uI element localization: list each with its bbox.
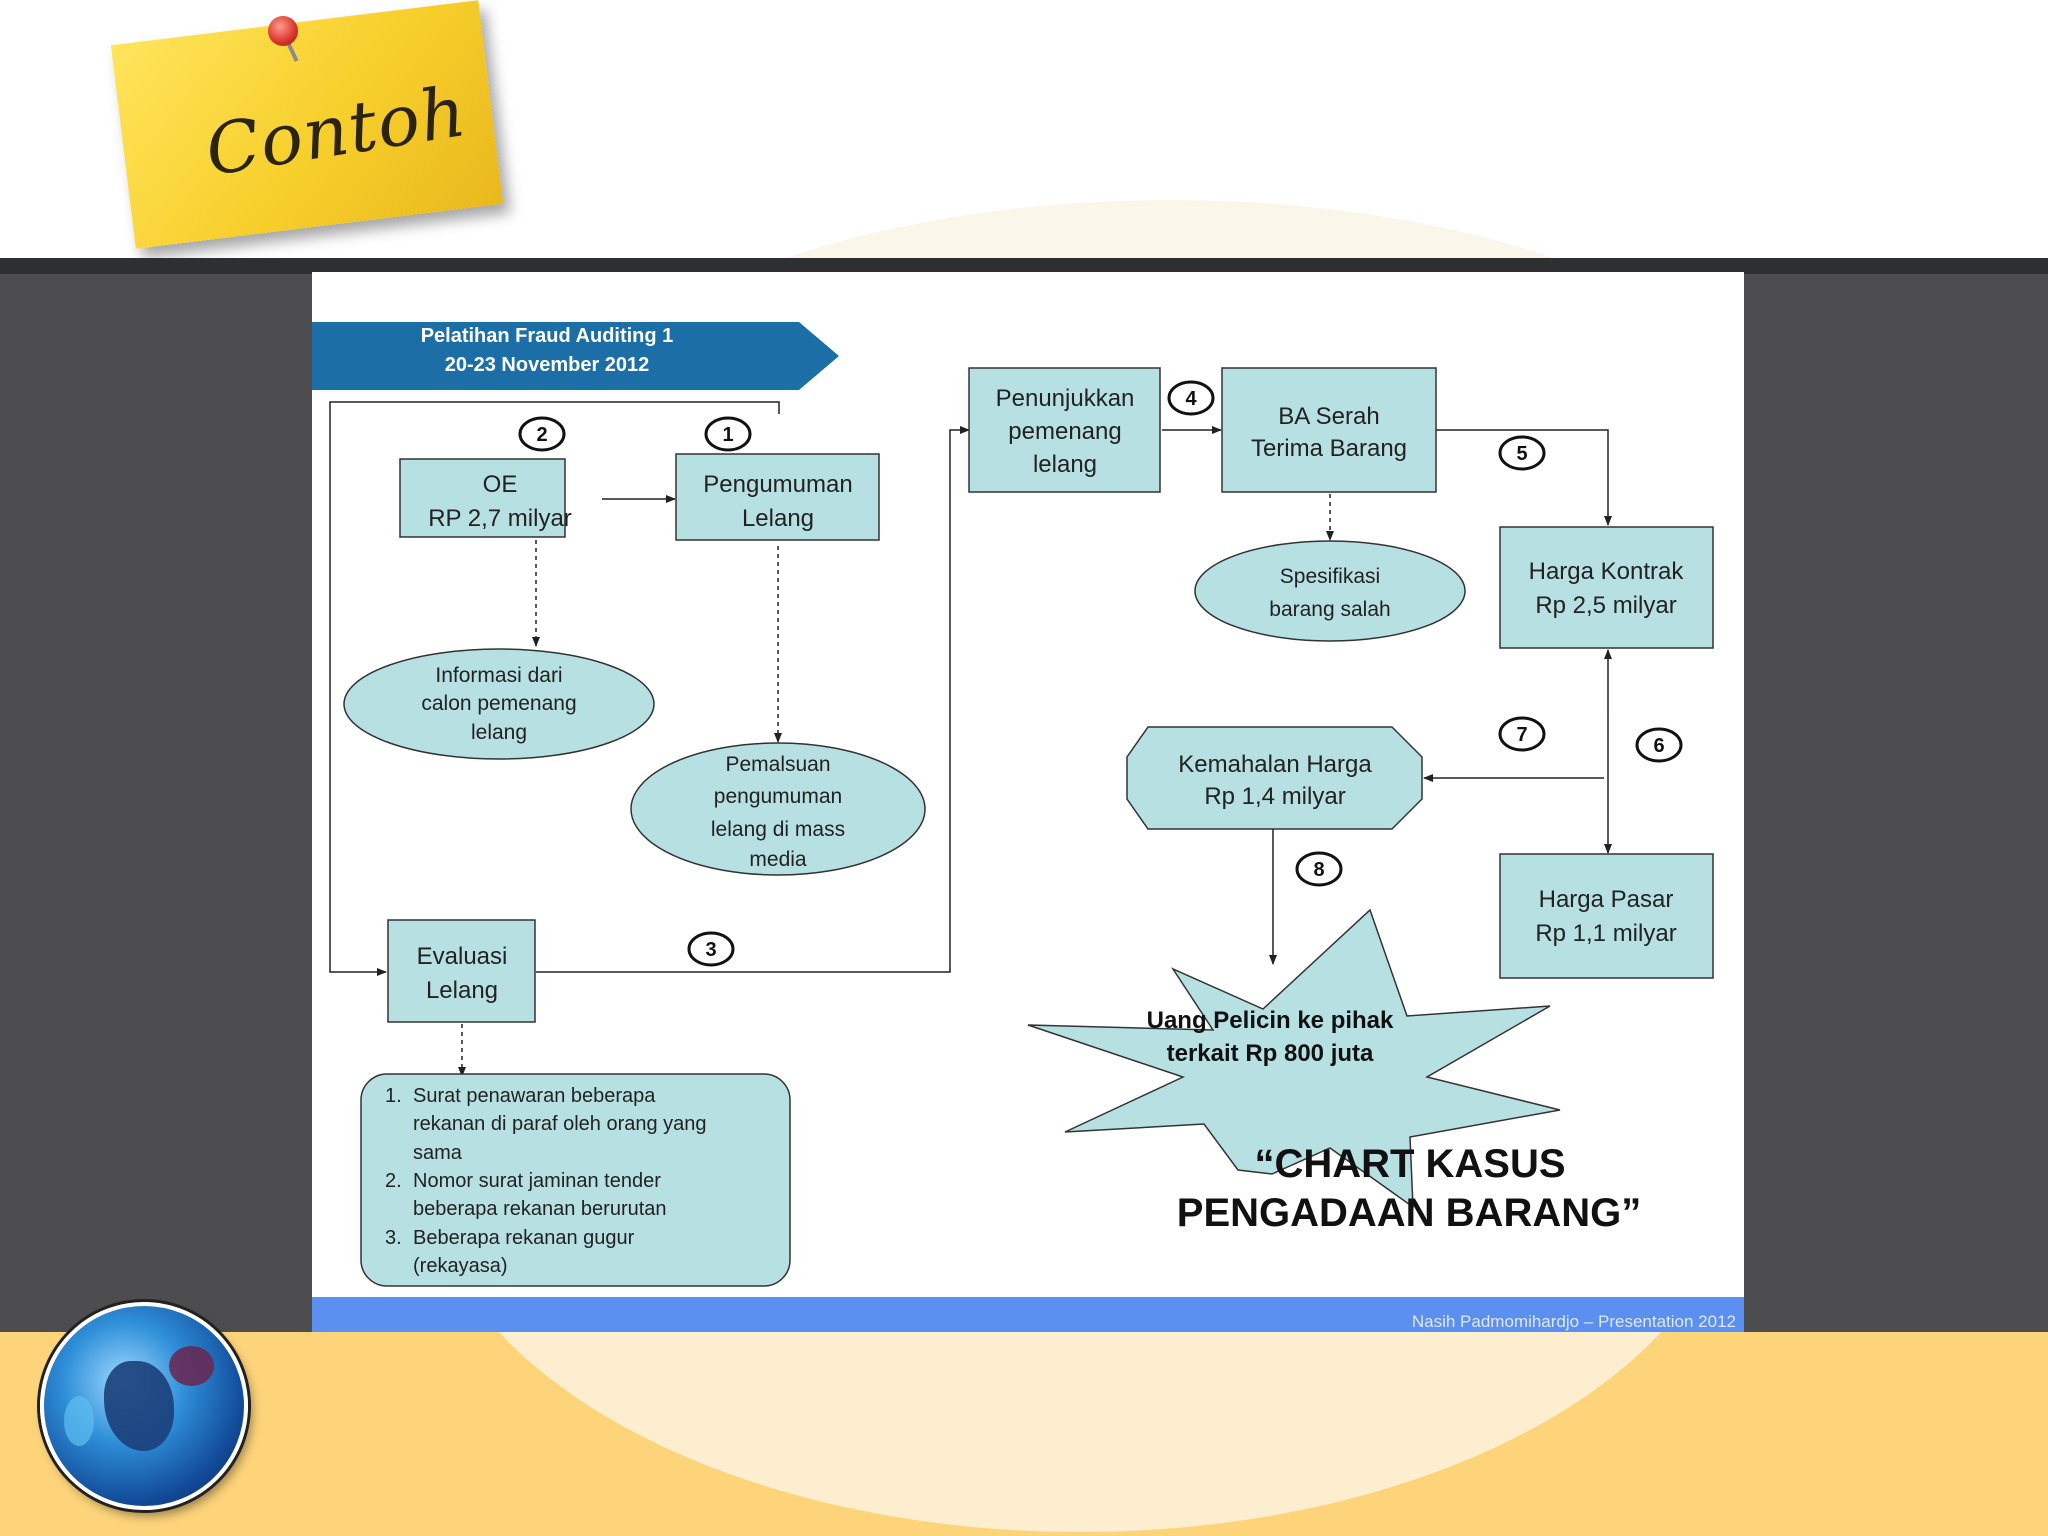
- finding-3-line2: (rekayasa): [413, 1255, 507, 1277]
- chart-title-line2: PENGADAAN BARANG”: [1177, 1191, 1641, 1235]
- penunjukkan-pemenang-box: [968, 367, 1161, 493]
- step-3-number: 3: [705, 939, 716, 961]
- slide-footer-bar: [312, 1297, 1744, 1332]
- bottom-area: [0, 1332, 2048, 1536]
- finding-1-line3: sama: [413, 1142, 463, 1164]
- harga-kontrak-line2: Rp 2,5 milyar: [1535, 592, 1676, 619]
- penunjukkan-line3: lelang: [1033, 451, 1097, 478]
- harga-pasar-line1: Harga Pasar: [1539, 886, 1674, 913]
- step-5-number: 5: [1516, 443, 1527, 465]
- finding-2-line2: beberapa rekanan berurutan: [413, 1198, 667, 1220]
- step-6-number: 6: [1653, 735, 1664, 757]
- pemalsuan-line2: pengumuman: [714, 785, 842, 808]
- evaluasi-line1: Evaluasi: [417, 943, 508, 970]
- informasi-line2: calon pemenang: [421, 692, 576, 715]
- footer-credit: Nasih Padmomihardjo – Presentation 2012: [1412, 1312, 1736, 1331]
- evaluasi-lelang-box: [387, 919, 536, 1023]
- step-7-circle: [1498, 716, 1546, 752]
- step-6-circle: [1635, 727, 1683, 763]
- banner-line2: 20-23 November 2012: [445, 354, 650, 376]
- findings-box: [360, 1073, 791, 1287]
- spesifikasi-line2: barang salah: [1269, 598, 1390, 621]
- banner-shape: [312, 322, 839, 390]
- spesifikasi-ellipse: [1194, 540, 1466, 642]
- oe-box: [399, 458, 566, 538]
- kemahalan-line1: Kemahalan Harga: [1178, 751, 1372, 778]
- step-4-circle: [1167, 380, 1215, 416]
- finding-3-number: 3.: [385, 1227, 402, 1249]
- step-4-number: 4: [1185, 388, 1197, 410]
- oe-line2: RP 2,7 milyar: [428, 505, 572, 532]
- ba-serah-line2: Terima Barang: [1251, 435, 1407, 462]
- uang-pelicin-line1: Uang Pelicin ke pihak: [1147, 1007, 1394, 1034]
- step-5-circle: [1498, 435, 1546, 471]
- finding-1-line1: Surat penawaran beberapa: [413, 1085, 656, 1107]
- penunjukkan-line2: pemenang: [1008, 418, 1121, 445]
- pemalsuan-line4: media: [749, 848, 807, 871]
- pemalsuan-line1: Pemalsuan: [725, 753, 830, 776]
- step-2-circle: [518, 416, 566, 452]
- pemalsuan-ellipse: [630, 742, 926, 876]
- informasi-ellipse: [343, 648, 655, 760]
- finding-2-line1: Nomor surat jaminan tender: [413, 1170, 661, 1192]
- harga-kontrak-line1: Harga Kontrak: [1529, 558, 1685, 585]
- finding-2-number: 2.: [385, 1170, 402, 1192]
- finding-1-number: 1.: [385, 1085, 402, 1107]
- step-3-circle: [687, 931, 735, 967]
- step-1-number: 1: [722, 424, 733, 446]
- uang-pelicin-star: [1027, 908, 1561, 1209]
- step-8-number: 8: [1313, 859, 1324, 881]
- harga-kontrak-box: [1499, 526, 1714, 649]
- kemahalan-line2: Rp 1,4 milyar: [1204, 783, 1345, 810]
- pemalsuan-line3: lelang di mass: [711, 818, 845, 841]
- pengumuman-lelang-box: [675, 453, 880, 541]
- step-2-number: 2: [536, 424, 547, 446]
- globe-icon: [40, 1302, 248, 1510]
- uang-pelicin-line2: terkait Rp 800 juta: [1167, 1040, 1374, 1067]
- ba-serah-line1: BA Serah: [1278, 403, 1379, 430]
- informasi-line1: Informasi dari: [435, 664, 562, 687]
- harga-pasar-line2: Rp 1,1 milyar: [1535, 920, 1676, 947]
- ba-serah-terima-box: [1221, 367, 1437, 493]
- flowchart: Pelatihan Fraud Auditing 1 20-23 Novembe…: [312, 322, 1744, 1332]
- pengumuman-line1: Pengumuman: [703, 471, 852, 498]
- step-7-number: 7: [1516, 724, 1527, 746]
- finding-1-line2: rekanan di paraf oleh orang yang: [413, 1113, 707, 1135]
- spesifikasi-line1: Spesifikasi: [1280, 565, 1380, 588]
- chart-title-line1: “CHART KASUS: [1254, 1142, 1565, 1186]
- penunjukkan-line1: Penunjukkan: [996, 385, 1135, 412]
- dark-band-edge: [0, 258, 2048, 274]
- globe-land: [169, 1346, 214, 1386]
- kemahalan-harga-box: [1126, 726, 1423, 830]
- globe-land: [104, 1361, 174, 1451]
- globe-land: [64, 1396, 94, 1446]
- pengumuman-line2: Lelang: [742, 505, 814, 532]
- banner-line1: Pelatihan Fraud Auditing 1: [421, 325, 674, 347]
- evaluasi-line2: Lelang: [426, 977, 498, 1004]
- background-arc: [520, 200, 1820, 258]
- slide-image: Pelatihan Fraud Auditing 1 20-23 Novembe…: [312, 272, 1744, 1332]
- step-8-circle: [1295, 851, 1343, 887]
- pushpin-icon: [268, 16, 298, 46]
- bottom-arc: [420, 1332, 1740, 1532]
- connectors: [329, 401, 1612, 1077]
- finding-3-line1: Beberapa rekanan gugur: [413, 1227, 635, 1249]
- step-1-circle: [704, 416, 752, 452]
- informasi-line3: lelang: [471, 721, 527, 744]
- harga-pasar-box: [1499, 853, 1714, 979]
- oe-line1: OE: [483, 471, 518, 498]
